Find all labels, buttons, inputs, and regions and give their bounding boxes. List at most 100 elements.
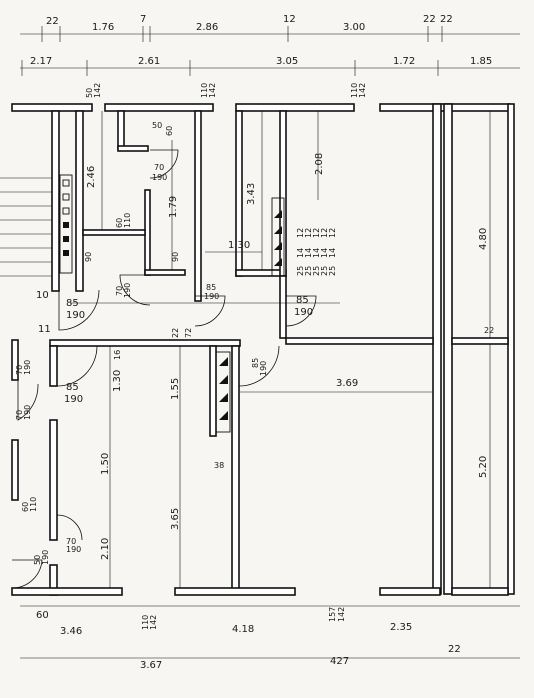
top-dimension-texts-row1: 22 1.76 7 2.86 12 3.00 22 22 (46, 14, 453, 33)
svg-text:1.30: 1.30 (112, 370, 123, 392)
svg-text:1.85: 1.85 (470, 56, 492, 67)
svg-text:2.46: 2.46 (86, 166, 97, 188)
svg-text:142: 142 (337, 607, 346, 622)
svg-text:1.55: 1.55 (170, 378, 181, 400)
svg-text:12: 12 (296, 228, 305, 238)
svg-text:3.46: 3.46 (60, 626, 82, 637)
svg-text:10: 10 (36, 290, 49, 301)
svg-text:3.00: 3.00 (343, 22, 365, 33)
svg-text:190: 190 (294, 307, 313, 318)
svg-text:142: 142 (208, 83, 217, 98)
svg-text:70: 70 (154, 163, 164, 172)
svg-text:3.69: 3.69 (336, 378, 358, 389)
svg-text:190: 190 (152, 173, 167, 182)
svg-text:190: 190 (259, 361, 268, 376)
svg-text:85: 85 (66, 298, 79, 309)
svg-text:14: 14 (320, 248, 329, 258)
svg-text:190: 190 (123, 283, 132, 298)
bottom-dimension-texts-row2: 3.67 427 22 (20, 644, 520, 671)
svg-text:190: 190 (23, 405, 32, 420)
top-dimension-texts-row2: 2.17 2.61 3.05 1.72 1.85 (30, 56, 492, 67)
svg-text:25: 25 (328, 266, 337, 276)
room-dimension-texts: 2.46 1.79 3.43 2.08 1.30 4.80 1.55 3.65 … (86, 153, 489, 560)
svg-text:110: 110 (350, 83, 359, 98)
svg-text:38: 38 (214, 461, 224, 470)
svg-text:70: 70 (66, 537, 76, 546)
svg-text:12: 12 (283, 14, 296, 25)
svg-text:50: 50 (33, 555, 42, 565)
svg-text:4.18: 4.18 (232, 624, 254, 635)
svg-text:190: 190 (41, 550, 50, 565)
svg-text:70: 70 (15, 410, 24, 420)
svg-text:22: 22 (46, 16, 59, 27)
svg-text:110: 110 (200, 83, 209, 98)
svg-text:4.80: 4.80 (478, 228, 489, 250)
svg-text:1.50: 1.50 (100, 453, 111, 475)
svg-text:12: 12 (320, 228, 329, 238)
vent-shafts (59, 174, 285, 433)
svg-text:14: 14 (304, 248, 313, 258)
svg-text:22: 22 (448, 644, 461, 655)
svg-text:22: 22 (423, 14, 436, 25)
svg-text:110: 110 (29, 497, 38, 512)
svg-text:70: 70 (15, 365, 24, 375)
svg-text:12: 12 (328, 228, 337, 238)
svg-text:60: 60 (21, 502, 30, 512)
svg-text:142: 142 (149, 615, 158, 630)
svg-text:11: 11 (38, 324, 51, 335)
misc-labels: 90 90 72 22 16 38 11 10 22 (36, 252, 494, 470)
svg-text:190: 190 (66, 310, 85, 321)
svg-text:14: 14 (312, 248, 321, 258)
svg-text:85: 85 (296, 295, 309, 306)
svg-text:142: 142 (93, 83, 102, 98)
svg-text:110: 110 (123, 213, 132, 228)
bottom-dimension-texts-row1: 60 3.46 110 142 4.18 157 142 2.35 (36, 607, 412, 637)
top-vertical-dimension-texts: 50 142 110 142 110 142 (85, 83, 367, 98)
svg-text:2.86: 2.86 (196, 22, 218, 33)
top-dimension-lines (20, 26, 520, 76)
svg-text:25: 25 (296, 266, 305, 276)
svg-text:22: 22 (171, 328, 180, 338)
svg-text:190: 190 (23, 360, 32, 375)
svg-text:12: 12 (312, 228, 321, 238)
svg-text:50: 50 (152, 121, 162, 130)
svg-text:14: 14 (328, 248, 337, 258)
svg-text:427: 427 (330, 656, 349, 667)
svg-text:1.72: 1.72 (393, 56, 415, 67)
svg-text:3.43: 3.43 (246, 183, 257, 205)
svg-text:3.65: 3.65 (170, 508, 181, 530)
stair-treads (0, 177, 52, 277)
svg-text:142: 142 (358, 83, 367, 98)
svg-text:90: 90 (84, 252, 93, 262)
svg-text:190: 190 (66, 545, 81, 554)
svg-text:60: 60 (115, 218, 124, 228)
svg-text:5.20: 5.20 (478, 456, 489, 478)
door-swings (11, 149, 317, 589)
svg-text:2.08: 2.08 (314, 153, 325, 175)
svg-text:22: 22 (484, 326, 494, 335)
svg-text:25: 25 (320, 266, 329, 276)
svg-text:7: 7 (140, 14, 146, 25)
svg-text:60: 60 (165, 126, 174, 136)
svg-text:50: 50 (85, 88, 94, 98)
svg-text:2.35: 2.35 (390, 622, 412, 633)
svg-text:25: 25 (312, 266, 321, 276)
svg-text:70: 70 (115, 286, 124, 296)
svg-text:90: 90 (171, 252, 180, 262)
svg-text:85: 85 (206, 283, 216, 292)
svg-text:60: 60 (36, 610, 49, 621)
svg-text:2.17: 2.17 (30, 56, 52, 67)
svg-text:3.05: 3.05 (276, 56, 298, 67)
svg-text:85: 85 (251, 358, 260, 368)
svg-text:190: 190 (64, 394, 83, 405)
svg-text:2.10: 2.10 (100, 538, 111, 560)
svg-text:25: 25 (304, 266, 313, 276)
stair-step-numbers: 14 14 14 14 14 12 12 12 12 12 25 25 25 2… (296, 228, 337, 276)
svg-text:2.61: 2.61 (138, 56, 160, 67)
svg-text:1.79: 1.79 (168, 196, 179, 218)
svg-text:14: 14 (296, 248, 305, 258)
svg-text:85: 85 (66, 382, 79, 393)
door-size-labels: 50 60 70 190 60 110 85 190 70 190 85 190… (15, 121, 313, 565)
svg-text:1.30: 1.30 (228, 240, 250, 251)
